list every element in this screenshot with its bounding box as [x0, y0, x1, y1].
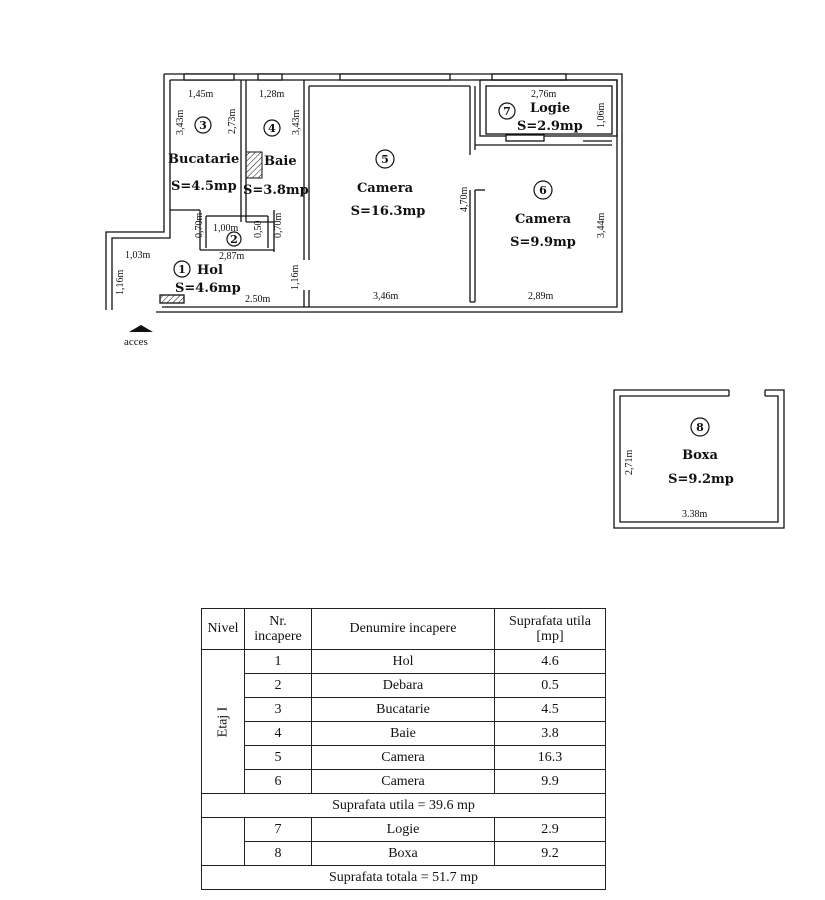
- dim-3-44: 3,44m: [596, 213, 607, 239]
- dim-2-71: 2,71m: [624, 450, 635, 476]
- row-name: Bucatarie: [311, 697, 495, 722]
- subtotal-row: Suprafata utila = 39.6 mp: [201, 793, 606, 818]
- room-7-area: S=2.9mp: [517, 119, 583, 134]
- total-label: Suprafata totala = 51.7 mp: [201, 865, 606, 890]
- room-5-number: 5: [381, 153, 389, 166]
- dim-1-45: 1,45m: [188, 89, 214, 100]
- dim-0-50: 0,50: [253, 221, 264, 239]
- row-area: 16.3: [494, 745, 606, 770]
- header-nivel: Nivel: [201, 608, 245, 650]
- shaft-hatch: [245, 151, 263, 179]
- row-area: 4.5: [494, 697, 606, 722]
- row-name: Baie: [311, 721, 495, 746]
- dim-1-06: 1,06m: [596, 103, 607, 129]
- row-area: 9.2: [494, 841, 606, 866]
- room-8-name: Boxa: [682, 448, 718, 463]
- room-1-name: Hol: [197, 263, 223, 278]
- dim-0-70-b: 0,70m: [273, 213, 284, 239]
- dim-0-70-a: 0,70m: [194, 213, 205, 239]
- dim-1-16-a: 1,16m: [115, 270, 126, 296]
- dim-2-76: 2,76m: [531, 89, 557, 100]
- header-suprafata: Suprafata utila [mp]: [494, 608, 606, 650]
- row-area: 2.9: [494, 817, 606, 842]
- room-6-name: Camera: [515, 212, 572, 227]
- dim-2-50: 2.50m: [245, 294, 271, 305]
- dim-2-73: 2,73m: [227, 109, 238, 135]
- row-nr: 8: [244, 841, 312, 866]
- dim-2-89: 2,89m: [528, 291, 554, 302]
- level-label: Etaj I: [215, 706, 230, 737]
- room-3-area: S=4.5mp: [171, 179, 237, 194]
- dim-3-38: 3.38m: [682, 509, 708, 520]
- dim-1-00: 1,00m: [213, 223, 239, 234]
- row-nr: 5: [244, 745, 312, 770]
- room-8-area: S=9.2mp: [668, 472, 734, 487]
- row-nr: 7: [244, 817, 312, 842]
- header-nr: Nr. incapere: [244, 608, 312, 650]
- room-5-name: Camera: [357, 181, 414, 196]
- total-row: Suprafata totala = 51.7 mp: [201, 865, 606, 890]
- dim-1-16-b: 1,16m: [290, 265, 301, 291]
- room-4-area: S=3.8mp: [243, 183, 309, 198]
- row-name: Camera: [311, 745, 495, 770]
- row-name: Boxa: [311, 841, 495, 866]
- table-row: 2 Debara 0.5: [202, 673, 606, 698]
- dim-3-43-b: 3,43m: [291, 110, 302, 136]
- row-nr: 4: [244, 721, 312, 746]
- dim-3-43-a: 3,43m: [175, 110, 186, 136]
- row-area: 9.9: [494, 769, 606, 794]
- room-8-number: 8: [696, 421, 704, 434]
- table-row: 3 Bucatarie 4.5: [202, 697, 606, 722]
- row-area: 3.8: [494, 721, 606, 746]
- room-6-number: 6: [539, 184, 547, 197]
- row-nr: 1: [244, 649, 312, 674]
- room-2-number: 2: [230, 233, 238, 246]
- table-row: 7 Logie 2.9: [201, 817, 606, 866]
- table-row: Etaj I 1 Hol 4.6: [201, 649, 606, 794]
- apartment-walls: [105, 73, 623, 332]
- row-name: Hol: [311, 649, 495, 674]
- room-1-number: 1: [178, 263, 186, 276]
- room-7-number: 7: [503, 105, 511, 118]
- level-cell: Etaj I: [201, 649, 245, 794]
- subtotal-label: Suprafata utila = 39.6 mp: [201, 793, 606, 818]
- floor-plan: 3 4 5 6 7 2 1 8 Bucatarie S=4.5mp Baie S…: [105, 73, 785, 529]
- row-nr: 6: [244, 769, 312, 794]
- table-row: 6 Camera 9.9: [202, 769, 606, 794]
- room-1-area: S=4.6mp: [175, 281, 241, 296]
- row-area: 4.6: [494, 649, 606, 674]
- room-7-name: Logie: [530, 101, 570, 116]
- row-nr: 2: [244, 673, 312, 698]
- area-table: Nivel Nr. incapere Denumire incapere Sup…: [201, 608, 606, 890]
- row-name: Debara: [311, 673, 495, 698]
- room-markers: [173, 102, 710, 437]
- room-4-number: 4: [268, 122, 276, 135]
- room-3-name: Bucatarie: [168, 152, 239, 167]
- header-denumire: Denumire incapere: [311, 608, 495, 650]
- access-label: acces: [124, 336, 148, 348]
- dim-1-28: 1,28m: [259, 89, 285, 100]
- dim-1-03: 1,03m: [125, 250, 151, 261]
- room-4-name: Baie: [264, 154, 297, 169]
- row-name: Logie: [311, 817, 495, 842]
- table-row: 4 Baie 3.8: [202, 721, 606, 746]
- row-name: Camera: [311, 769, 495, 794]
- table-row: 5 Camera 16.3: [202, 745, 606, 770]
- room-5-area: S=16.3mp: [351, 204, 426, 219]
- dim-4-70: 4,70m: [459, 187, 470, 213]
- dim-2-87: 2,87m: [219, 251, 245, 262]
- room-3-number: 3: [199, 119, 207, 132]
- room-6-area: S=9.9mp: [510, 235, 576, 250]
- empty-level-cell: [201, 817, 245, 866]
- dim-3-46: 3,46m: [373, 291, 399, 302]
- row-area: 0.5: [494, 673, 606, 698]
- boxa-walls: [613, 389, 785, 529]
- row-nr: 3: [244, 697, 312, 722]
- table-row: 8 Boxa 9.2: [202, 841, 606, 866]
